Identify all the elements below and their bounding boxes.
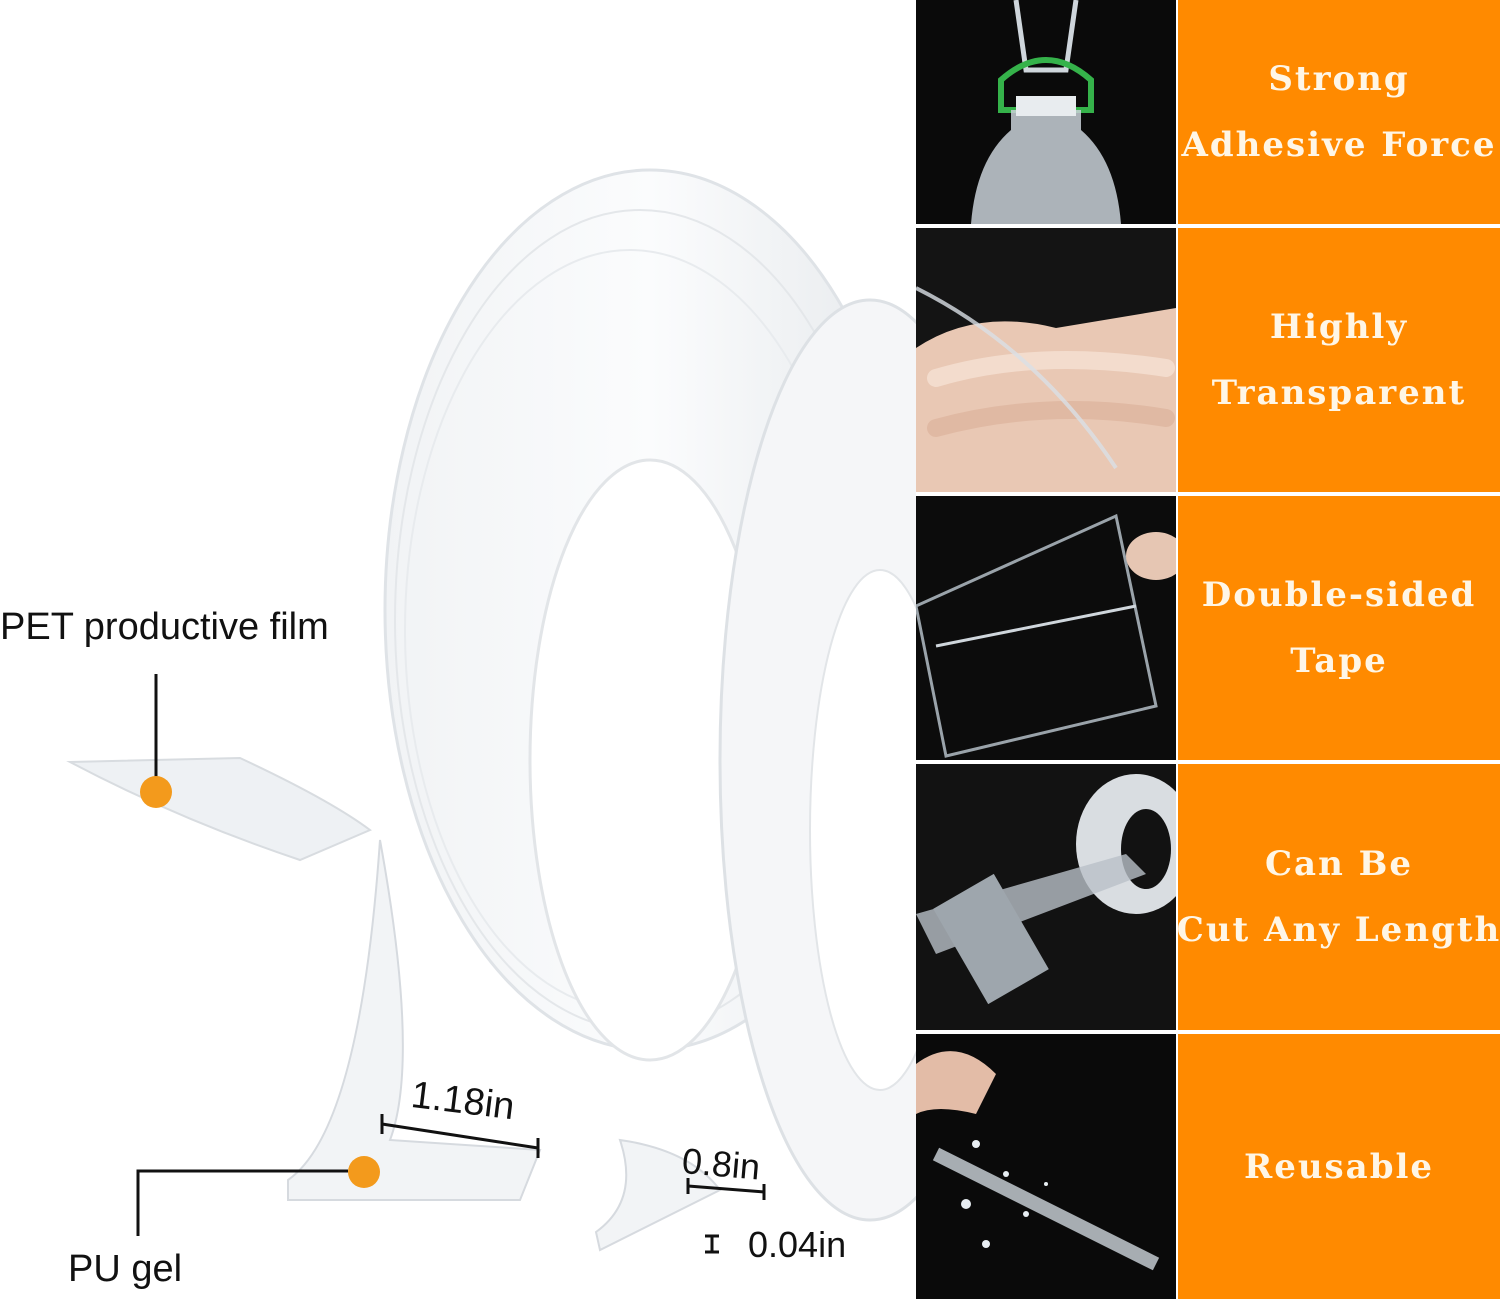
feature-text-line2: Transparent bbox=[1211, 373, 1467, 413]
width-small-dimension-line bbox=[686, 1178, 766, 1200]
thickness-dimension-mark bbox=[705, 1234, 719, 1254]
pet-film-strip bbox=[66, 756, 372, 862]
tape-illustration-panel: PET productive film PU gel 1.18in 0.8in … bbox=[0, 168, 916, 1290]
pu-pointer-line bbox=[136, 1169, 348, 1236]
feature-row-double-sided: Double-sided Tape bbox=[916, 496, 1500, 760]
tape-roll-cut-photo bbox=[916, 764, 1176, 1030]
pet-marker-dot bbox=[140, 776, 172, 808]
feature-text-line1: Highly bbox=[1269, 307, 1409, 347]
water-bottle-hanging-photo bbox=[916, 0, 1176, 224]
pu-gel-strip-small bbox=[594, 1138, 722, 1252]
feature-text-line2: Tape bbox=[1290, 641, 1388, 681]
row-divider bbox=[916, 760, 1500, 764]
feature-panel-transparent: Highly Transparent bbox=[1178, 228, 1500, 492]
feature-text-line2: Cut Any Length bbox=[1176, 910, 1500, 950]
row-divider bbox=[916, 224, 1500, 228]
feature-row-cut-length: Can Be Cut Any Length bbox=[916, 764, 1500, 1030]
fingers-holding-tape-photo bbox=[916, 228, 1176, 492]
tape-rolls-illustration bbox=[66, 168, 916, 1254]
row-divider bbox=[916, 492, 1500, 496]
feature-text-line1: Strong bbox=[1268, 59, 1410, 99]
feature-text-line2: Adhesive Force bbox=[1181, 125, 1497, 165]
feature-text-line1: Can Be bbox=[1264, 844, 1414, 884]
feature-row-strong-adhesive: Strong Adhesive Force bbox=[916, 0, 1500, 224]
feature-row-transparent: Highly Transparent bbox=[916, 228, 1500, 492]
pu-gel-label: PU gel bbox=[68, 1248, 183, 1290]
feature-row-reusable: Reusable bbox=[916, 1034, 1500, 1299]
feature-panel-reusable: Reusable bbox=[1178, 1034, 1500, 1299]
row-divider bbox=[916, 1030, 1500, 1034]
washing-tape-photo bbox=[916, 1034, 1176, 1299]
feature-text-line1: Reusable bbox=[1243, 1146, 1435, 1187]
small-tape-roll bbox=[718, 298, 916, 1222]
pet-film-label: PET productive film bbox=[0, 606, 329, 648]
feature-text-line1: Double-sided bbox=[1201, 575, 1477, 615]
features-panel: Strong Adhesive Force Highly Transparent bbox=[916, 0, 1500, 1299]
feature-panel-double-sided: Double-sided Tape bbox=[1178, 496, 1500, 760]
thickness-label: 0.04in bbox=[748, 1224, 847, 1265]
width-large-dimension-line bbox=[380, 1114, 540, 1158]
pu-gel-strip-large bbox=[287, 839, 542, 1201]
pu-marker-dot bbox=[348, 1156, 380, 1188]
peeling-tape-photo bbox=[916, 496, 1176, 760]
feature-panel-cut-length: Can Be Cut Any Length bbox=[1176, 764, 1500, 1030]
feature-panel-strong-adhesive: Strong Adhesive Force bbox=[1178, 0, 1500, 224]
width-small-label: 0.8in bbox=[680, 1140, 762, 1188]
